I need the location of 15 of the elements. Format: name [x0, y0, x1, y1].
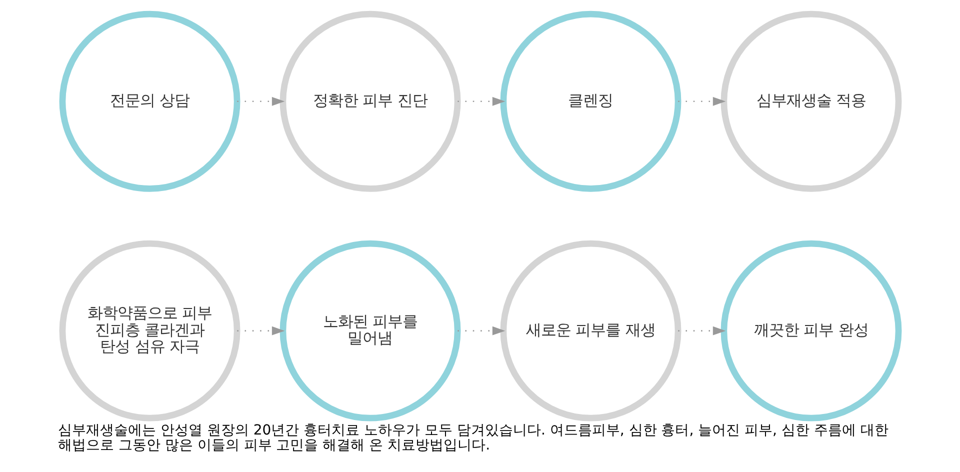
- node-circle: 정확한 피부 진단: [279, 10, 460, 192]
- arrow: [678, 96, 726, 106]
- arrow: [678, 326, 726, 335]
- node-circle: 클렌징: [500, 10, 681, 192]
- caption: 심부재생술에는 안성열 원장의 20년간 흉터치료 노하우가 모두 담겨있습니다. 여드름피부, 심한 흉터, 늘어진 피부, 심한 주름에 대한 해법으로 그동안 많은 이들의 피부 고민을 해결해 온 치료방법입니다.: [58, 422, 888, 454]
- node-circle: 노화된 피부를 밀어냄: [279, 240, 460, 421]
- node-circle: 화학약품으로 피부 진피층 콜라겐과 탄성 섬유 자극: [58, 240, 240, 421]
- arrow: [236, 96, 284, 106]
- node-circle: 깨끗한 피부 완성: [720, 240, 902, 421]
- arrow: [457, 326, 505, 335]
- node-circle: 새로운 피부를 재생: [500, 240, 681, 421]
- node-circle: 전문의 상담: [58, 10, 240, 192]
- arrow: [457, 96, 505, 106]
- node-circle: 심부재생술 적용: [720, 10, 902, 192]
- arrow: [236, 326, 284, 335]
